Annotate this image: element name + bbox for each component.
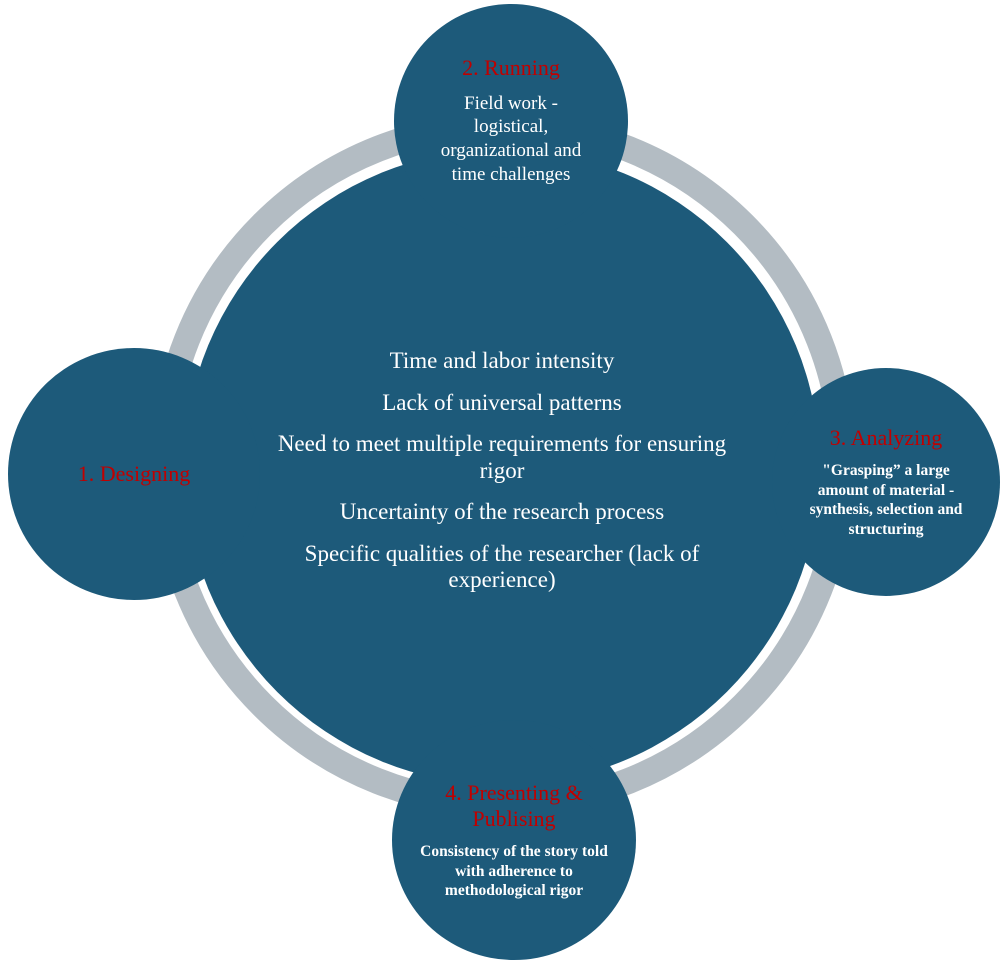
stage-title-designing: 1. Designing: [77, 460, 191, 486]
stage-desc-presenting: Consistency of the story told with adher…: [420, 843, 608, 900]
challenge-item: Specific qualities of the researcher (la…: [304, 540, 700, 593]
challenge-item: Need to meet multiple requirements for e…: [277, 431, 727, 483]
stage-desc-analyzing: "Grasping” a large amount of material - …: [809, 462, 963, 538]
central-challenges-circle: Time and labor intensity Lack of univers…: [184, 149, 820, 785]
stage-circle-designing: 1. Designing: [8, 348, 260, 600]
stage-desc-running: Field work - logistical, organizational …: [440, 92, 582, 185]
stage-title-analyzing: 3. Analyzing: [829, 425, 943, 451]
challenge-item: Uncertainty of the research process: [339, 499, 665, 525]
challenge-item: Time and labor intensity: [389, 348, 615, 374]
stage-circle-presenting: 4. Presenting & Publising Consistency of…: [392, 720, 636, 960]
stage-title-presenting: 4. Presenting & Publising: [445, 779, 583, 831]
stage-circle-analyzing: 3. Analyzing "Grasping” a large amount o…: [772, 368, 1000, 596]
central-challenges-list: Time and labor intensity Lack of univers…: [272, 348, 732, 593]
challenge-item: Lack of universal patterns: [382, 389, 622, 415]
stage-circle-running: 2. Running Field work - logistical, orga…: [394, 4, 628, 238]
stage-title-running: 2. Running: [462, 55, 560, 81]
